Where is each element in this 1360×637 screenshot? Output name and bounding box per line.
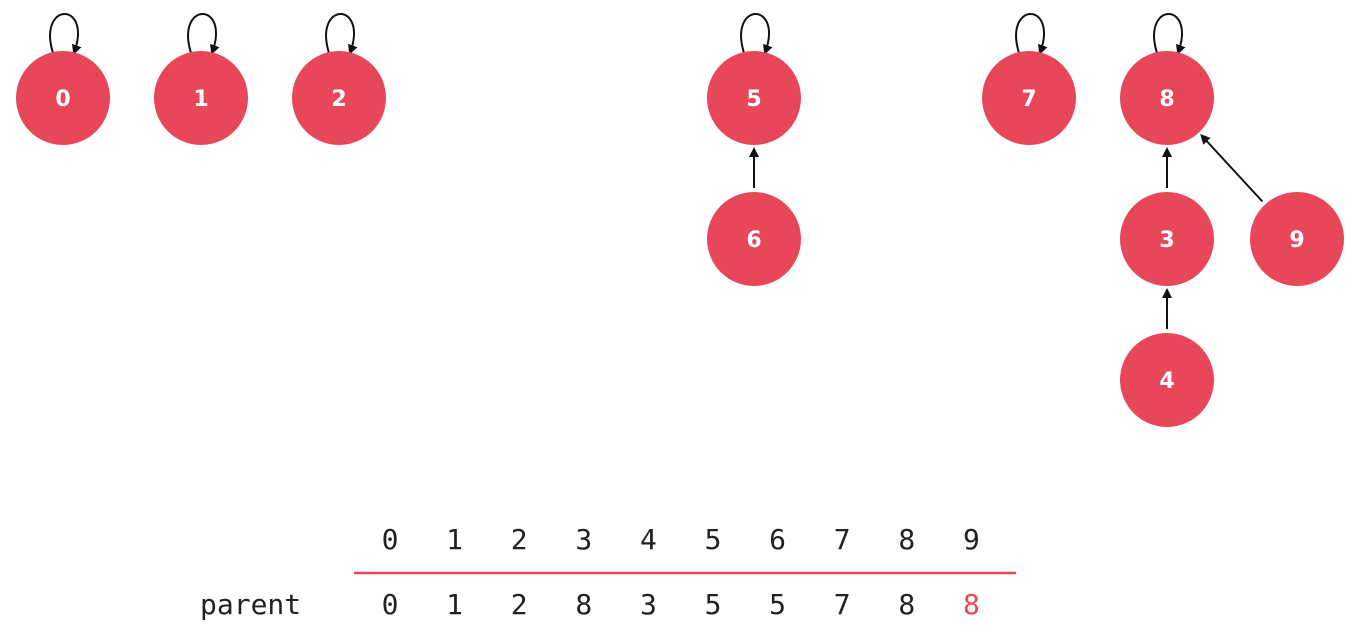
node-circle-2: [292, 51, 386, 145]
node-3: 3: [1120, 192, 1214, 286]
edges-layer: [49, 13, 1264, 329]
index-row: 0 1 2 3 4 5 6 7 8 9: [382, 523, 980, 556]
nodes-layer: 0 1 2 5 6 7 8 3 9 4: [16, 51, 1344, 427]
node-circle-3: [1120, 192, 1214, 286]
index-cell-6: 6: [769, 523, 786, 556]
index-cell-7: 7: [834, 523, 851, 556]
node-circle-1: [154, 51, 248, 145]
self-loop-8: [1153, 13, 1186, 55]
node-6: 6: [707, 192, 801, 286]
node-circle-4: [1120, 333, 1214, 427]
node-5: 5: [707, 51, 801, 145]
node-1: 1: [154, 51, 248, 145]
index-cell-0: 0: [382, 523, 399, 556]
node-4: 4: [1120, 333, 1214, 427]
index-cell-1: 1: [446, 523, 463, 556]
parent-cell-9: 8: [963, 588, 980, 621]
parent-cell-6: 5: [769, 588, 786, 621]
self-loop-0: [49, 13, 82, 55]
node-7: 7: [982, 51, 1076, 145]
index-cell-4: 4: [640, 523, 657, 556]
node-0: 0: [16, 51, 110, 145]
node-circle-7: [982, 51, 1076, 145]
node-circle-0: [16, 51, 110, 145]
node-label-4: 4: [1159, 369, 1174, 394]
index-cell-2: 2: [511, 523, 528, 556]
edge-9-to-8: [1200, 134, 1264, 203]
self-loop-2: [325, 13, 358, 55]
node-label-2: 2: [331, 87, 346, 112]
node-circle-9: [1250, 192, 1344, 286]
parent-cell-7: 7: [834, 588, 851, 621]
index-cell-3: 3: [575, 523, 592, 556]
parent-cell-2: 2: [511, 588, 528, 621]
parent-row-label: parent: [200, 588, 301, 621]
parent-cell-0: 0: [382, 588, 399, 621]
node-9: 9: [1250, 192, 1344, 286]
index-cell-5: 5: [705, 523, 722, 556]
node-circle-8: [1120, 51, 1214, 145]
self-loop-1: [187, 13, 220, 55]
index-cell-8: 8: [898, 523, 915, 556]
parent-row: 0 1 2 8 3 5 5 7 8 8: [382, 588, 980, 621]
node-2: 2: [292, 51, 386, 145]
node-8: 8: [1120, 51, 1214, 145]
parent-cell-4: 3: [640, 588, 657, 621]
node-label-0: 0: [55, 87, 70, 112]
node-circle-5: [707, 51, 801, 145]
node-label-3: 3: [1159, 228, 1174, 253]
node-circle-6: [707, 192, 801, 286]
node-label-8: 8: [1159, 87, 1174, 112]
index-cell-9: 9: [963, 523, 980, 556]
parent-array-table: 0 1 2 3 4 5 6 7 8 9 parent 0 1 2 8 3 5 5 7 8 8: [200, 523, 1016, 621]
node-label-5: 5: [746, 87, 761, 112]
self-loop-7: [1015, 13, 1048, 55]
parent-cell-3: 8: [575, 588, 592, 621]
node-label-6: 6: [746, 228, 761, 253]
node-label-1: 1: [193, 87, 208, 112]
parent-cell-5: 5: [705, 588, 722, 621]
self-loop-5: [740, 13, 773, 55]
node-label-7: 7: [1021, 87, 1036, 112]
parent-cell-1: 1: [446, 588, 463, 621]
node-label-9: 9: [1289, 228, 1304, 253]
parent-cell-8: 8: [898, 588, 915, 621]
